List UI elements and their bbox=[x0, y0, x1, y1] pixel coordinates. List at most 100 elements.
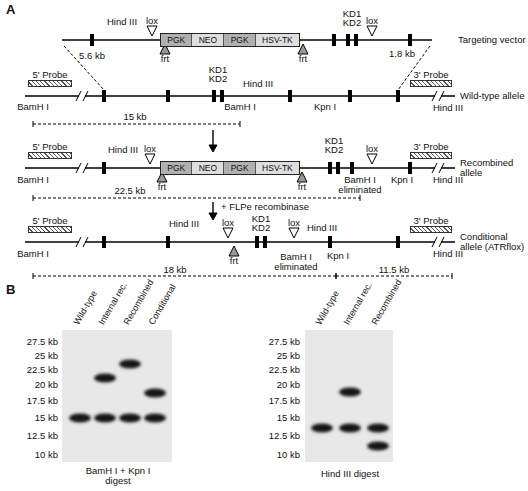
ladder-mark: 27.5 kb bbox=[269, 337, 300, 347]
site-label: KD2 bbox=[343, 18, 361, 28]
allele-name: Targeting vector bbox=[458, 35, 526, 45]
site-label: lox bbox=[366, 16, 378, 26]
ladder-mark: 22.5 kb bbox=[27, 365, 58, 375]
blot-band bbox=[119, 414, 141, 423]
probe-label: 3' Probe bbox=[413, 70, 448, 80]
size-label: 22.5 kb bbox=[114, 186, 145, 196]
probe-box: 5' Probe bbox=[28, 80, 72, 87]
bracket-end bbox=[336, 273, 337, 279]
lox-site bbox=[147, 26, 157, 36]
bracket-end bbox=[240, 121, 241, 127]
southern-blot bbox=[62, 330, 172, 462]
exon bbox=[263, 236, 267, 248]
selection-cassette: PGKNEOPGKHSV-TK bbox=[160, 161, 300, 175]
size-label: 15 kb bbox=[123, 112, 146, 122]
ladder-mark: 17.5 kb bbox=[27, 396, 58, 406]
cassette-element: NEO bbox=[191, 34, 223, 46]
blot-band bbox=[311, 424, 333, 433]
exon bbox=[396, 236, 400, 248]
bracket-end bbox=[452, 273, 453, 279]
fragment-bracket bbox=[33, 124, 240, 125]
line-break bbox=[83, 237, 88, 247]
exon bbox=[102, 162, 106, 174]
exon bbox=[348, 90, 352, 102]
size-label: 1.8 kb bbox=[389, 49, 415, 59]
blot-band bbox=[339, 424, 361, 433]
site-label: KD2 bbox=[209, 74, 227, 84]
step-label: + FLPe recombinase bbox=[221, 202, 309, 212]
blot-band bbox=[119, 360, 141, 369]
digest-label: Hind III digest bbox=[321, 469, 379, 479]
panel-letter: A bbox=[6, 3, 15, 17]
probe-label: 5' Probe bbox=[32, 216, 67, 226]
exon bbox=[328, 236, 332, 248]
site-label: Kpn I bbox=[327, 251, 349, 261]
lox-site bbox=[223, 228, 233, 238]
exon bbox=[220, 90, 224, 102]
lane-label: Wild-type bbox=[313, 289, 342, 327]
exon bbox=[336, 162, 340, 174]
size-label: 5.6 kb bbox=[79, 51, 105, 61]
site-label: KD2 bbox=[252, 223, 270, 233]
exon bbox=[102, 90, 106, 102]
bracket-end bbox=[33, 195, 34, 201]
site-label: KD2 bbox=[325, 145, 343, 155]
line-break bbox=[439, 163, 444, 173]
allele-name: Recombined allele bbox=[460, 158, 526, 179]
ladder-mark: 10 kb bbox=[277, 450, 300, 460]
panel-letter: B bbox=[6, 283, 15, 297]
site-label: Hind III bbox=[107, 17, 137, 27]
site-label: Kpn I bbox=[314, 102, 336, 112]
ladder-mark: 12.5 kb bbox=[27, 431, 58, 441]
cassette-element: NEO bbox=[191, 162, 223, 174]
fragment-bracket bbox=[336, 276, 452, 277]
site-label: Hind III bbox=[108, 145, 138, 155]
site-label: lox bbox=[146, 16, 158, 26]
probe-label: 5' Probe bbox=[32, 142, 67, 152]
site-label: frt bbox=[158, 182, 166, 192]
blot-band bbox=[144, 414, 166, 423]
southern-blot bbox=[305, 330, 393, 462]
bracket-end bbox=[336, 273, 337, 279]
site-label: frt bbox=[161, 54, 169, 64]
probe-label: 3' Probe bbox=[413, 216, 448, 226]
exon bbox=[354, 34, 358, 46]
probe-box: 3' Probe bbox=[410, 226, 452, 233]
exon bbox=[90, 34, 94, 46]
site-label: BamH I eliminated bbox=[337, 175, 383, 196]
blot-band bbox=[339, 388, 361, 397]
lane-label: Wild-type bbox=[71, 289, 100, 327]
blot-band bbox=[367, 442, 389, 451]
blot-band bbox=[367, 424, 389, 433]
blot-band bbox=[144, 389, 166, 398]
site-label: lox bbox=[288, 218, 300, 228]
bracket-end bbox=[33, 273, 34, 279]
exon bbox=[255, 236, 259, 248]
exon bbox=[166, 236, 170, 248]
ladder-mark: 17.5 kb bbox=[269, 396, 300, 406]
site-label: Hind III bbox=[433, 175, 463, 185]
blot-band bbox=[94, 374, 116, 383]
ladder-mark: 27.5 kb bbox=[27, 337, 58, 347]
line-break bbox=[76, 163, 81, 173]
exon bbox=[212, 90, 216, 102]
probe-label: 5' Probe bbox=[32, 70, 67, 80]
ladder-mark: 10 kb bbox=[35, 450, 58, 460]
ladder-mark: 25 kb bbox=[35, 351, 58, 361]
probe-box: 3' Probe bbox=[410, 152, 452, 159]
site-label: lox bbox=[222, 218, 234, 228]
line-break bbox=[83, 163, 88, 173]
lox-site bbox=[289, 228, 299, 238]
site-label: Hind III bbox=[243, 79, 273, 89]
exon bbox=[408, 34, 412, 46]
probe-box: 5' Probe bbox=[28, 152, 72, 159]
exon bbox=[408, 162, 412, 174]
line-break bbox=[439, 237, 444, 247]
dna-line bbox=[25, 241, 455, 242]
exon bbox=[102, 236, 106, 248]
selection-cassette: PGKNEOPGKHSV-TK bbox=[160, 33, 300, 47]
site-label: BamH I eliminated bbox=[273, 252, 319, 273]
cassette-element: PGK bbox=[223, 34, 254, 46]
site-label: frt bbox=[230, 256, 238, 266]
allele-name: Wild-type allele bbox=[460, 91, 526, 101]
